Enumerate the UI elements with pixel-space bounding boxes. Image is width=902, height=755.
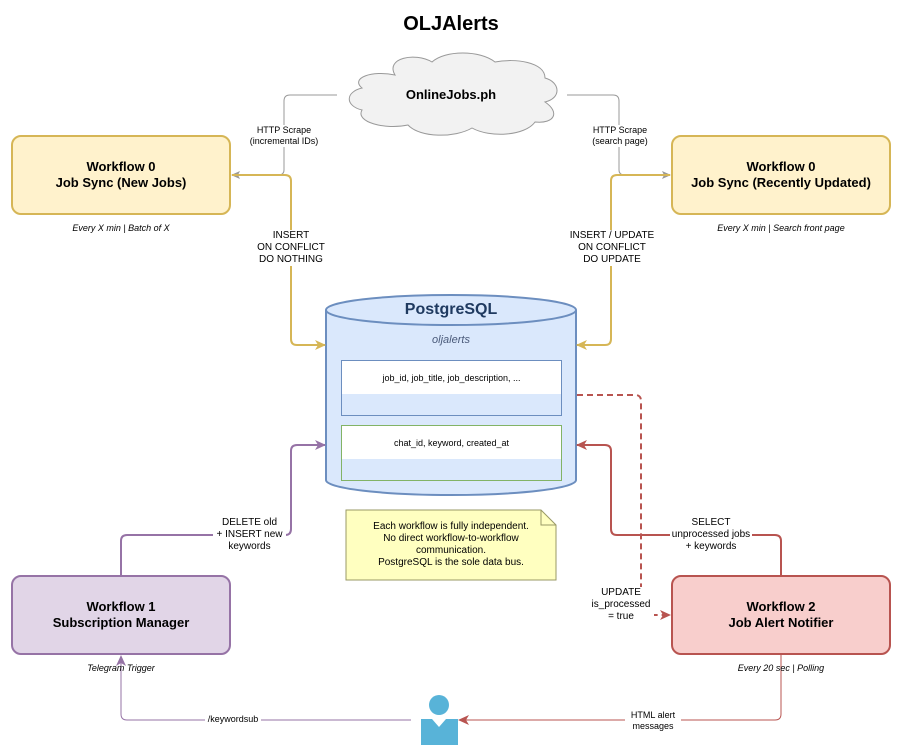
workflow-notifier-box[interactable]: Workflow 2 Job Alert Notifier [671, 575, 891, 655]
edge-notifier-update [577, 394, 671, 620]
edge-subscription-write [120, 440, 326, 575]
workflow-sync-new-title: Workflow 0 Job Sync (New Jobs) [55, 159, 187, 190]
workflow-subscription-title: Workflow 1 Subscription Manager [52, 599, 190, 630]
user-icon [421, 695, 458, 745]
edge-label-insert-new: INSERT ON CONFLICT DO NOTHING [251, 230, 331, 266]
source-name: OnlineJobs.ph [405, 87, 497, 102]
workflow-notifier-subtitle: Every 20 sec | Polling [737, 663, 825, 673]
subscriptions-table-columns: chat_id, keyword, created_at [342, 426, 561, 459]
edge-label-alert-messages: HTML alert messages [625, 710, 681, 732]
workflow-subscription-subtitle: Telegram Trigger [87, 663, 155, 673]
edge-label-user-command: /keywordsub [205, 714, 261, 725]
page-title: OLJAlerts [403, 13, 499, 35]
subscriptions-table[interactable]: chat_id, keyword, created_at [341, 425, 562, 481]
edge-label-scrape-new: HTTP Scrape (incremental IDs) [244, 125, 324, 147]
workflow-sync-new-subtitle: Every X min | Batch of X [72, 223, 170, 233]
workflow-subscription-box[interactable]: Workflow 1 Subscription Manager [11, 575, 231, 655]
source-cloud [348, 52, 558, 136]
edge-label-subscription-write: DELETE old + INSERT new keywords [213, 517, 286, 553]
note-shape [345, 509, 557, 581]
edge-label-scrape-updated: HTTP Scrape (search page) [580, 125, 660, 147]
architecture-note: Each workflow is fully independent. No d… [373, 521, 529, 568]
database-schema: oljalerts [432, 334, 470, 346]
edge-label-insert-updated: INSERT / UPDATE ON CONFLICT DO UPDATE [566, 230, 658, 266]
workflow-sync-new-box[interactable]: Workflow 0 Job Sync (New Jobs) [11, 135, 231, 215]
workflow-sync-updated-title: Workflow 0 Job Sync (Recently Updated) [691, 159, 871, 190]
edge-alert-messages [458, 655, 782, 725]
database-name: PostgreSQL [404, 301, 498, 318]
jobs-table[interactable]: job_id, job_title, job_description, ... [341, 360, 562, 416]
edge-user-command [116, 655, 411, 721]
workflow-sync-updated-subtitle: Every X min | Search front page [717, 223, 845, 233]
edge-label-notifier-update: UPDATE is_processed = true [588, 587, 654, 623]
workflow-notifier-title: Workflow 2 Job Alert Notifier [728, 599, 834, 630]
workflow-sync-updated-box[interactable]: Workflow 0 Job Sync (Recently Updated) [671, 135, 891, 215]
jobs-table-columns: job_id, job_title, job_description, ... [342, 361, 561, 394]
edge-notifier-select [576, 440, 782, 575]
edge-label-notifier-select: SELECT unprocessed jobs + keywords [670, 517, 752, 553]
